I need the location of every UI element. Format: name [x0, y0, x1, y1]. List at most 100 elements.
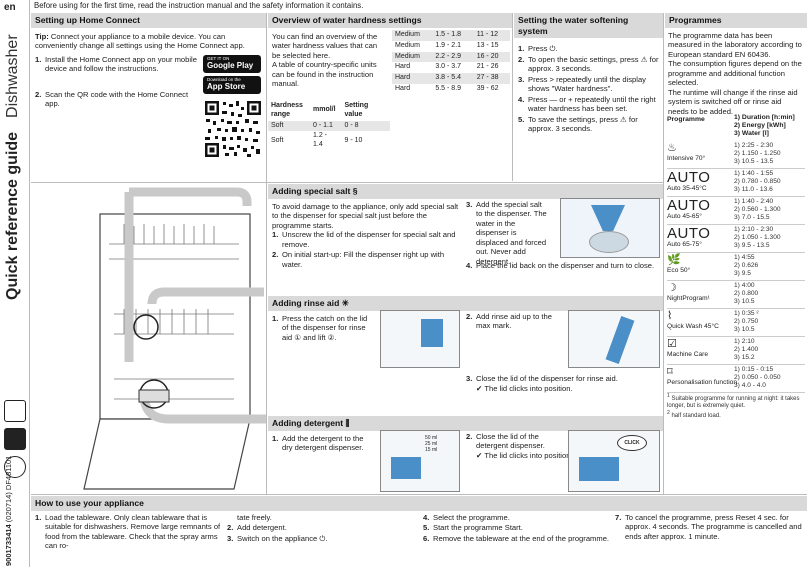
step-text: Load the tableware. Only clean tableware…: [45, 513, 221, 551]
programme-value: 1) 4:55: [734, 254, 755, 261]
salt-intro: To avoid damage to the appliance, only a…: [272, 201, 459, 230]
click-bubble: CLICK: [617, 435, 647, 451]
programmes-intro2: The consumption figures depend on the pr…: [668, 59, 802, 88]
step-text: Scan the QR code with the Home Connect a…: [45, 89, 189, 109]
detergent-compartment: [391, 457, 421, 479]
programme-value: 3) 15.2: [734, 354, 755, 362]
programme-value: 1) 2:10: [734, 338, 755, 345]
step-number: 1.: [272, 313, 279, 323]
step-number: 2.: [466, 312, 473, 321]
water-hardness-section: Overview of water hardness settings You …: [268, 13, 512, 181]
rinse-lid: [421, 319, 443, 347]
footnote-text: Suitable programme for running at night:…: [667, 396, 800, 410]
table-row: Hard 3.8 - 5.4 27 - 38: [392, 73, 510, 84]
list-item: 6.Remove the tableware at the end of the…: [423, 534, 613, 543]
divider: [667, 224, 805, 225]
step-text: Add detergent.: [237, 523, 287, 533]
step-text: Add the special salt to the dispenser. T…: [476, 200, 547, 266]
list-item: 1.Unscrew the lid of the dispenser for s…: [272, 230, 459, 249]
water-softening-title: Setting the water softening system: [514, 13, 663, 39]
table-cell: Hard: [395, 84, 411, 92]
hardness-table-left: Hardness range mmol/l Setting value Soft…: [268, 101, 390, 151]
table-cell: Hard: [395, 74, 411, 81]
divider: [512, 13, 513, 181]
safety-notice: Before using for the first time, read th…: [34, 1, 364, 10]
howto-title: How to use your appliance: [31, 496, 807, 511]
list-item: tate freely.: [227, 513, 417, 522]
step-text: Add the detergent to the dry detergent d…: [282, 433, 364, 453]
list-item: 4.Select the programme.: [423, 513, 613, 522]
auto-label: AUTO: [667, 169, 711, 186]
table-cell: 27 - 38: [476, 74, 499, 81]
howto-col-3: 4.Select the programme. 5.Start the prog…: [423, 513, 613, 544]
programme-name: Eco 50°: [667, 267, 691, 275]
list-item: 3.Add the special salt to the dispenser.…: [466, 200, 548, 266]
column-header: Programme: [667, 116, 705, 123]
programme-value: 1) 2:25 - 2:30: [734, 142, 774, 149]
programme-label: ⌑Personalisation function: [667, 366, 805, 387]
auto-label: AUTO: [667, 197, 711, 214]
footnote: 1 Suitable programme for running at nigh…: [667, 393, 805, 410]
table-cell: Soft: [271, 121, 284, 129]
rinse-aid-title-text: Adding rinse aid: [272, 298, 340, 308]
list-item: 2.Add rinse aid up to the max mark.: [466, 312, 556, 331]
programme-name: Quick Wash 45°C: [667, 323, 719, 331]
dose-mark: 25 ml: [425, 441, 438, 447]
programme-value: 3) 9.5: [734, 270, 751, 278]
list-item: 2.Close the lid of the detergent dispens…: [466, 432, 556, 451]
dose-mark: 15 ml: [425, 447, 438, 453]
step-text: Place the lid back on the dispenser and …: [476, 261, 655, 270]
bookmark-icon: ⌑: [667, 366, 673, 378]
divider: [663, 13, 664, 494]
programme-value: 3) 7.0 - 15.5: [734, 214, 770, 222]
programme-value: 1) 1:40 - 1:55: [734, 170, 774, 177]
google-play-badge[interactable]: GET IT ON Google Play: [203, 55, 261, 73]
column-header: 3) Water [l]: [734, 130, 769, 138]
detergent-illustration-2: CLICK: [568, 430, 660, 492]
step-number: 1.: [272, 433, 279, 443]
badge-caption: Download on the: [207, 77, 241, 82]
programmes-title: Programmes: [665, 13, 807, 28]
table-cell: Medium: [395, 31, 420, 38]
tablet-icon: [4, 428, 26, 450]
detergent-result: ✔ The lid clicks into position.: [476, 451, 573, 460]
step-number: 2.: [227, 523, 234, 533]
salt-title-text: Adding special salt: [272, 186, 351, 196]
home-connect-steps: 1.Install the Home Connect app on your m…: [31, 51, 201, 114]
app-store-badge[interactable]: Download on the App Store: [203, 76, 261, 94]
dose-marks: 50 ml 25 ml 15 ml: [425, 435, 437, 453]
detergent-steps-left: 1.Add the detergent to the dry detergent…: [268, 431, 376, 457]
table-cell: Medium: [395, 52, 420, 60]
programme-value: 2) 1.050 - 1.300: [734, 234, 781, 242]
qr-code[interactable]: [203, 99, 263, 159]
footnote: 2 half standard load.: [667, 410, 805, 420]
water-hardness-intro2: A table of country-specific units can be…: [272, 60, 377, 89]
table-cell: 3.8 - 5.4: [435, 74, 462, 81]
salt-steps-left: 1.Unscrew the lid of the dispenser for s…: [268, 230, 463, 269]
tip-text: Connect your appliance to a mobile devic…: [35, 31, 245, 51]
machine-care-icon: [4, 400, 26, 422]
home-connect-tip: Tip: Connect your appliance to a mobile …: [31, 28, 266, 51]
table-cell: 2.2 - 2.9: [435, 52, 462, 60]
step-text: Close the lid of the dispenser for rinse…: [476, 374, 618, 383]
step-text: On initial start-up: Fill the dispenser …: [282, 250, 445, 269]
table-cell: 3.0 - 3.7: [435, 63, 462, 71]
side-strip: en Quick reference guideDishwasher 90017…: [0, 0, 30, 567]
appliance-name: Dishwasher: [4, 34, 21, 118]
programmes-intro: The programme data has been measured in …: [668, 30, 802, 59]
salt-section: Adding special salt § To avoid damage to…: [268, 184, 663, 294]
step-text: tate freely.: [237, 513, 272, 522]
programme-name: Intensive 70°: [667, 155, 706, 163]
step-number: 3.: [466, 374, 473, 383]
detergent-icon: [4, 456, 26, 478]
programme-value: 2) 0.560 - 1.300: [734, 206, 781, 214]
programme-value: 2) 0.780 - 0.850: [734, 178, 781, 186]
